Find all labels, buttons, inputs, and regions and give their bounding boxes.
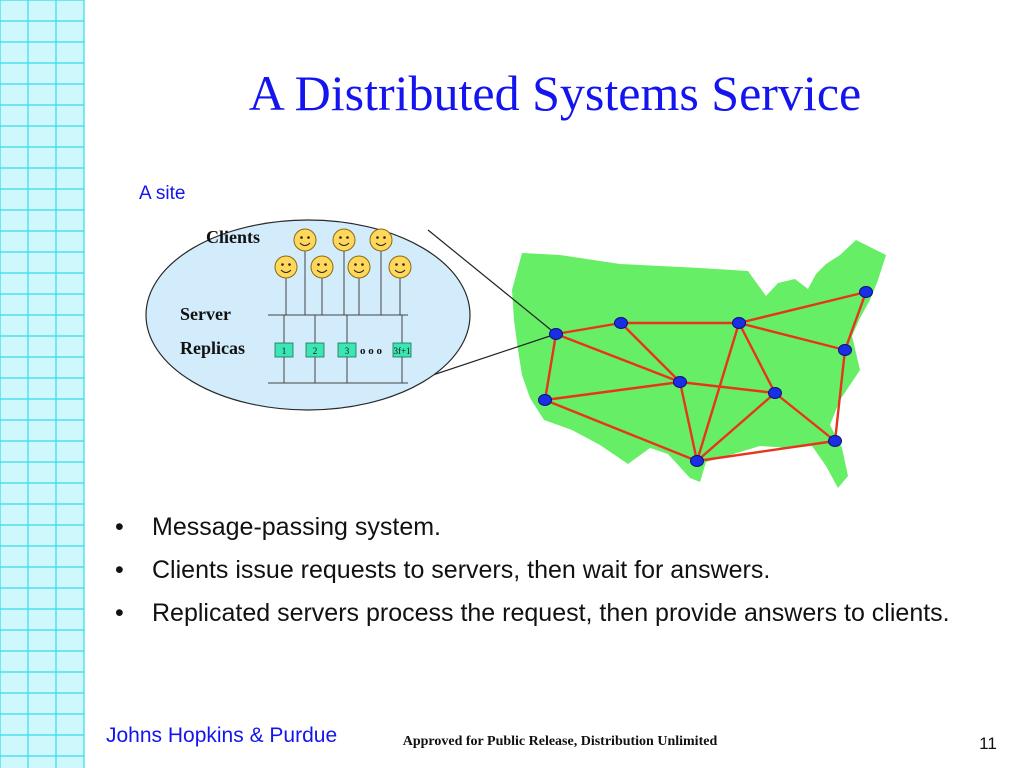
network-link — [833, 349, 847, 442]
replicas-ellipsis: o o o — [360, 345, 383, 357]
network-link — [679, 380, 776, 395]
network-link — [555, 332, 681, 384]
network-link — [543, 333, 558, 401]
replica-label: 3 — [345, 346, 350, 356]
server-label: Server — [180, 304, 231, 324]
bullet-item: Message-passing system. — [112, 510, 992, 545]
network-link — [696, 439, 836, 463]
decorative-grid-strip — [0, 0, 85, 768]
network-node — [768, 387, 782, 399]
network-link — [696, 392, 776, 462]
client-icon — [274, 255, 298, 279]
bullet-item: Replicated servers process the request, … — [112, 596, 992, 631]
usa-map — [512, 240, 886, 488]
network-link — [555, 321, 622, 336]
network-node — [732, 317, 746, 329]
client-icon — [347, 255, 371, 279]
network-link — [843, 291, 868, 351]
network-link — [738, 290, 867, 325]
network-node — [538, 394, 552, 406]
callout-line-top — [427, 229, 557, 335]
network-node — [673, 376, 687, 388]
network-link — [738, 321, 846, 352]
replica-box — [337, 342, 357, 358]
clients-label: Clients — [206, 227, 260, 247]
client-icon — [332, 228, 356, 252]
site-label: A site — [139, 183, 185, 204]
network-node — [549, 328, 563, 340]
replica-box — [305, 342, 325, 358]
network-link — [774, 392, 836, 442]
bullet-item: Clients issue requests to servers, then … — [112, 553, 992, 588]
network-link — [620, 322, 681, 383]
slide-title: A Distributed Systems Service — [248, 65, 862, 121]
network-link — [544, 398, 698, 463]
replica-label: 1 — [282, 346, 287, 356]
network-link — [737, 322, 777, 394]
replica-label: 2 — [313, 346, 318, 356]
client-icon — [369, 228, 393, 252]
network-node — [838, 344, 852, 356]
client-icon — [310, 255, 334, 279]
footer-release-notice: Approved for Public Release, Distributio… — [402, 734, 718, 749]
footer-organization: Johns Hopkins & Purdue — [106, 724, 338, 747]
replica-label: 3f+1 — [393, 346, 410, 356]
client-icon — [388, 255, 412, 279]
replica-box — [274, 342, 294, 358]
network-node — [614, 317, 628, 329]
grid-background — [0, 0, 84, 768]
client-icon — [293, 228, 317, 252]
network-node — [690, 455, 704, 467]
network-node — [859, 286, 873, 298]
replica-box — [392, 342, 412, 358]
network-link — [678, 381, 699, 462]
bullet-list: Message-passing system. Clients issue re… — [112, 510, 992, 639]
network-link — [695, 322, 741, 462]
network-node — [828, 435, 842, 447]
slide-number: 11 — [979, 734, 997, 753]
network-link — [544, 380, 681, 402]
replicas-label: Replicas — [180, 338, 245, 358]
